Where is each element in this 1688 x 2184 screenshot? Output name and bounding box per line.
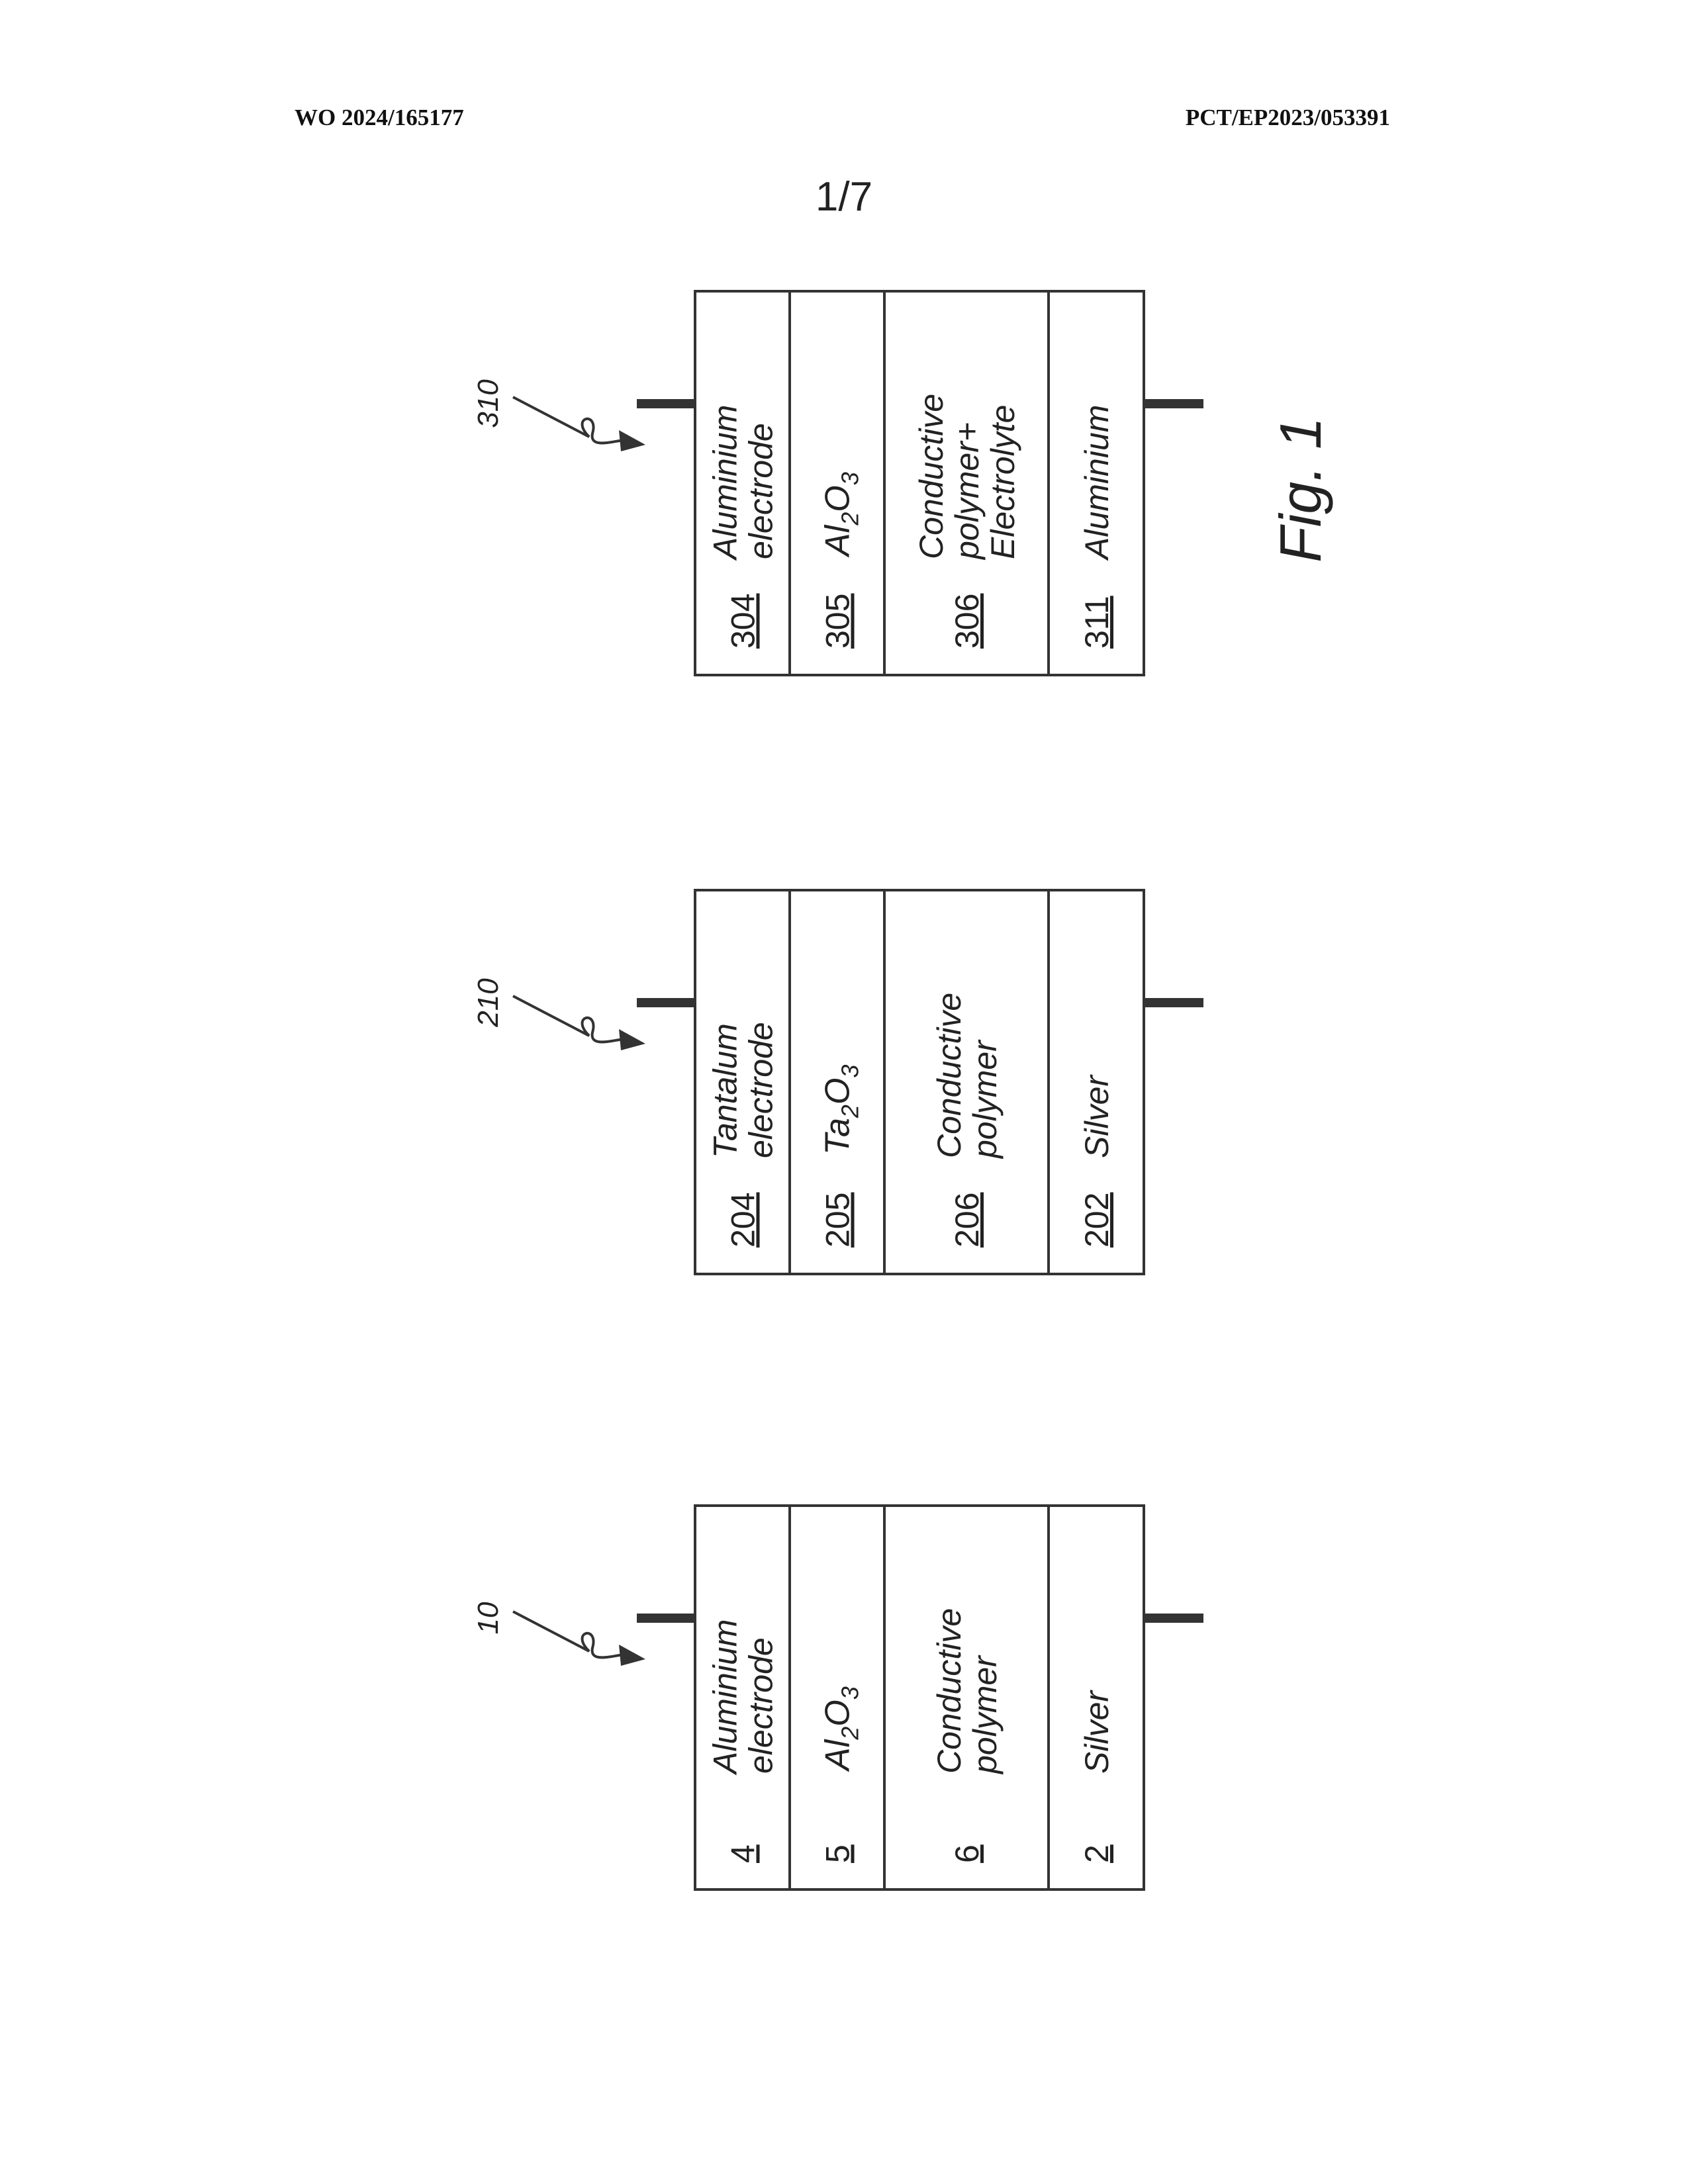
- formula-element: Al: [819, 1739, 857, 1772]
- layer-label-line: electrode: [743, 1022, 780, 1158]
- layer-ref-numeral: 205: [820, 1193, 857, 1248]
- formula-subscript: 3: [837, 1065, 864, 1078]
- figure-label: Fig. 1: [1268, 417, 1333, 563]
- layer-formula: Al2O3: [819, 472, 864, 558]
- reference-squiggle: [513, 996, 626, 1042]
- reference-squiggle: [513, 1612, 626, 1657]
- layer-ref-numeral: 4: [725, 1844, 762, 1863]
- layer-ref-numeral: 202: [1078, 1193, 1115, 1248]
- capacitor-device-210: 210 204 Tantalumelectrode 205 Ta2O3 206 Conduc…: [472, 890, 1203, 1274]
- layer-ref-numeral: 304: [725, 594, 762, 649]
- layer-label-line: Silver: [1078, 1074, 1115, 1158]
- layer-label-line: electrode: [743, 1637, 780, 1774]
- layer-ref-numeral: 5: [820, 1844, 857, 1863]
- device-ref-numeral: 10: [472, 1602, 504, 1634]
- layer-ref-numeral: 2: [1078, 1844, 1115, 1863]
- layer-label-line: Aluminium: [707, 405, 744, 561]
- formula-subscript: 2: [837, 1727, 864, 1741]
- layer-label-line: Conductive: [913, 394, 950, 559]
- formula-subscript: 3: [837, 472, 864, 485]
- reference-squiggle: [513, 397, 626, 443]
- layer-ref-numeral: 306: [949, 594, 986, 649]
- layer-label-line: electrode: [743, 423, 780, 559]
- formula-element: O: [819, 1700, 857, 1726]
- layer-ref-numeral: 6: [949, 1844, 986, 1863]
- formula-subscript: 3: [837, 1686, 864, 1700]
- layer-label-line: polymer+: [949, 422, 986, 561]
- device-ref-numeral: 310: [472, 379, 504, 428]
- formula-element: Ta: [819, 1118, 857, 1155]
- layer-label-line: Tantalum: [707, 1023, 744, 1158]
- layer-ref-numeral: 311: [1078, 596, 1115, 649]
- layer-ref-numeral: 305: [820, 594, 857, 649]
- layer-formula: Ta2O3: [819, 1065, 864, 1155]
- formula-element: O: [819, 1078, 857, 1105]
- reference-arrowhead: [619, 1029, 645, 1050]
- capacitor-device-10: 104Aluminiumelectrode5Al2O36Conductivepo…: [472, 1506, 1203, 1889]
- layer-label-line: polymer: [966, 1655, 1004, 1775]
- formula-subscript: 2: [837, 1105, 864, 1118]
- reference-arrowhead: [619, 430, 645, 451]
- layer-formula: Al2O3: [819, 1686, 864, 1772]
- layer-label-line: polymer: [966, 1039, 1004, 1160]
- layer-ref-numeral: 206: [949, 1193, 986, 1248]
- layer-label-line: Conductive: [931, 993, 968, 1158]
- layer-label-line: Silver: [1078, 1690, 1115, 1774]
- layer-label-line: Electrolyte: [984, 405, 1021, 559]
- formula-element: O: [819, 485, 857, 512]
- formula-element: Al: [819, 524, 857, 558]
- layer-label-line: Conductive: [931, 1608, 968, 1774]
- layer-label-line: Aluminium: [1078, 405, 1115, 561]
- capacitor-device-310: 310304Aluminiumelectrode305Al2O3306Condu…: [472, 291, 1203, 675]
- layer-ref-numeral: 204: [725, 1193, 762, 1248]
- device-ref-numeral: 210: [472, 978, 504, 1028]
- formula-subscript: 2: [837, 512, 864, 526]
- reference-arrowhead: [619, 1645, 645, 1666]
- layer-label-line: Aluminium: [707, 1619, 744, 1776]
